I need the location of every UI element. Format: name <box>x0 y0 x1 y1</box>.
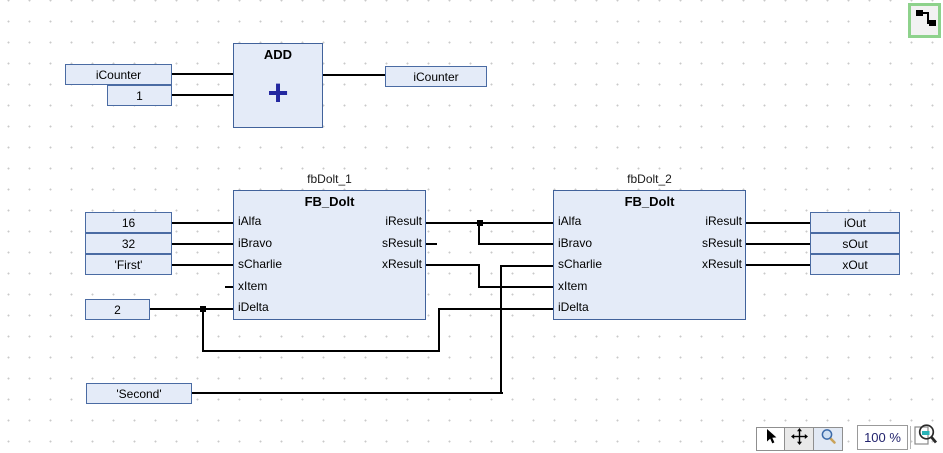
wire-second-h <box>192 392 503 394</box>
operand-label: 32 <box>121 236 136 251</box>
wire-iresult-branch-v <box>478 223 480 244</box>
fb-block-type: FB_Dolt <box>624 194 675 209</box>
arrow-cursor-icon <box>763 428 778 450</box>
wire-xresult-v <box>478 264 480 287</box>
pin-xresult[interactable]: xResult <box>381 257 422 272</box>
operand-label: 1 <box>136 88 143 103</box>
wire-second-to-scharlie <box>500 265 553 267</box>
operand-label: 'First' <box>114 257 143 272</box>
select-tool-button[interactable] <box>756 427 785 451</box>
operand-box-32[interactable]: 32 <box>85 233 172 254</box>
wire-two-branch-v <box>202 309 204 352</box>
pin-ialfa[interactable]: iAlfa <box>238 214 262 228</box>
operand-box-icounter-out[interactable]: iCounter <box>385 66 487 87</box>
pin-sresult[interactable]: sResult <box>381 235 422 250</box>
wire-junction-dot <box>477 220 483 226</box>
pin-scharlie[interactable]: sCharlie <box>558 257 603 272</box>
pin-ialfa[interactable]: iAlfa <box>558 214 582 228</box>
toolbar-separator <box>910 426 911 449</box>
pin-ibravo[interactable]: iBravo <box>558 235 593 250</box>
pin-idelta[interactable]: iDelta <box>558 300 589 315</box>
wire-sresult-to-sout <box>746 243 810 245</box>
wire-xresult-to-xitem <box>478 286 553 288</box>
operand-box-icounter-in[interactable]: iCounter <box>65 64 172 85</box>
fb-block-fbdolt-1[interactable]: FB_Dolt iAlfa iResult iBravo sResult sCh… <box>233 190 426 320</box>
pan-tool-button[interactable] <box>785 427 814 451</box>
operand-label: 'Second' <box>116 386 162 401</box>
operand-box-iout[interactable]: iOut <box>810 212 900 233</box>
operand-box-16[interactable]: 16 <box>85 212 172 233</box>
connection-mode-icon <box>914 7 936 34</box>
pin-sresult[interactable]: sResult <box>701 235 742 250</box>
pan-move-icon <box>790 428 808 450</box>
operand-box-one[interactable]: 1 <box>107 85 172 106</box>
wire-two-to-idelta1 <box>150 308 233 310</box>
wire-xitem-stub <box>225 286 233 288</box>
wire-one-to-add <box>172 94 234 96</box>
wire-two-to-idelta2 <box>438 308 553 310</box>
pin-xitem[interactable]: xItem <box>558 278 588 293</box>
zoom-level-value: 100 % <box>864 430 901 445</box>
wire-two-branch-v2 <box>438 308 440 352</box>
wire-sresult-stub <box>426 243 437 245</box>
zoom-fit-button[interactable] <box>913 422 939 451</box>
wire-xresult-to-xout <box>746 264 810 266</box>
zoom-level-input[interactable]: 100 % <box>857 425 908 450</box>
wire-iresult-to-ialfa <box>426 222 553 224</box>
operand-label: iCounter <box>95 67 142 82</box>
wire-two-branch-h <box>202 350 440 352</box>
operand-box-sout[interactable]: sOut <box>810 233 900 254</box>
pin-iresult[interactable]: iResult <box>705 214 742 228</box>
operand-label: xOut <box>842 257 868 272</box>
operand-label: iCounter <box>413 69 459 84</box>
operand-box-second[interactable]: 'Second' <box>86 383 192 404</box>
pin-xresult[interactable]: xResult <box>701 257 742 272</box>
operand-label: iOut <box>843 215 866 230</box>
wire-iresult-to-iout <box>746 222 810 224</box>
pin-xitem[interactable]: xItem <box>238 278 268 293</box>
operand-box-two[interactable]: 2 <box>85 299 150 320</box>
operand-label: 16 <box>121 215 136 230</box>
instance-label-fbdolt-2[interactable]: fbDolt_2 <box>627 172 672 186</box>
fb-block-fbdolt-2[interactable]: FB_Dolt iAlfa iResult iBravo sResult sCh… <box>553 190 746 320</box>
connection-mode-button[interactable] <box>908 3 941 38</box>
operand-label: 2 <box>114 302 121 317</box>
wire-icounter-to-add <box>172 73 234 75</box>
plus-icon: + <box>267 72 289 113</box>
wire-iresult-to-ibravo <box>478 243 553 245</box>
zoom-tool-button[interactable] <box>814 427 843 451</box>
pin-iresult[interactable]: iResult <box>385 214 422 228</box>
pin-ibravo[interactable]: iBravo <box>238 235 273 250</box>
operand-label: sOut <box>842 236 868 251</box>
wire-first-to-scharlie <box>172 264 233 266</box>
operand-box-first[interactable]: 'First' <box>85 254 172 275</box>
operand-box-xout[interactable]: xOut <box>810 254 900 275</box>
fb-block-type: FB_Dolt <box>304 194 355 209</box>
wire-32-to-ibravo <box>172 243 233 245</box>
wire-second-v <box>500 265 502 394</box>
magnifier-icon <box>820 428 837 450</box>
wire-add-to-icounter-out <box>323 74 385 76</box>
pin-idelta[interactable]: iDelta <box>238 300 269 315</box>
add-block-title: ADD <box>263 47 293 62</box>
instance-label-fbdolt-1[interactable]: fbDolt_1 <box>307 172 352 186</box>
wire-xresult-h <box>426 264 480 266</box>
pin-scharlie[interactable]: sCharlie <box>238 257 283 272</box>
wire-16-to-ialfa <box>172 222 233 224</box>
add-block[interactable]: ADD + <box>233 43 323 128</box>
magnifier-page-icon <box>914 421 938 453</box>
